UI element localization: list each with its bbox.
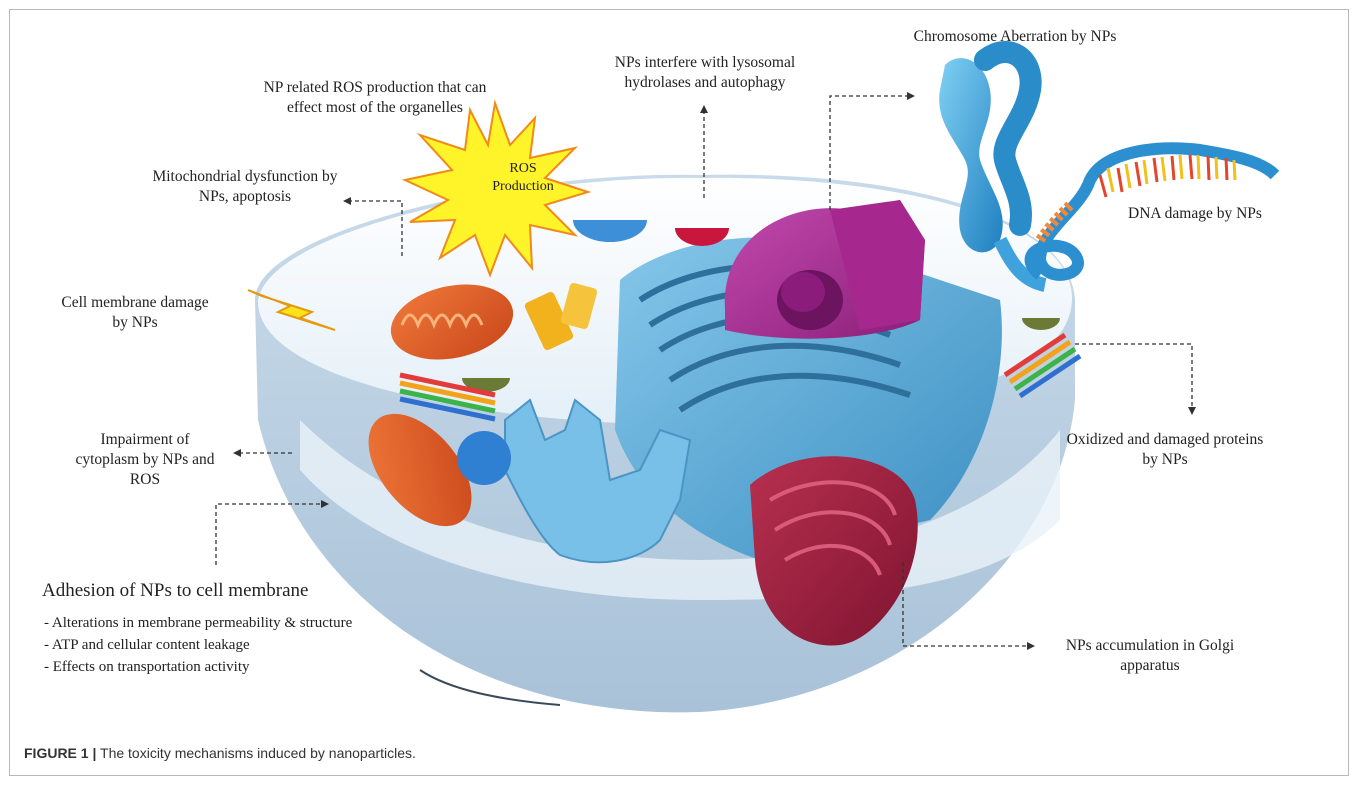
caption-label: FIGURE 1 | bbox=[24, 745, 96, 761]
label-golgi-note: NPs accumulation in Golgi apparatus bbox=[1030, 636, 1270, 676]
figure-caption: FIGURE 1 | The toxicity mechanisms induc… bbox=[24, 745, 416, 761]
label-mitochondria-note: Mitochondrial dysfunction by NPs, apopto… bbox=[110, 167, 380, 207]
adhesion-item: - Alterations in membrane permeability &… bbox=[44, 612, 352, 634]
caption-text: The toxicity mechanisms induced by nanop… bbox=[100, 745, 416, 761]
label-lysosome-note: NPs interfere with lysosomal hydrolases … bbox=[555, 53, 855, 93]
label-cytoplasm-note: Impairment of cytoplasm by NPs and ROS bbox=[55, 430, 235, 490]
adhesion-title: Adhesion of NPs to cell membrane bbox=[42, 580, 308, 602]
adhesion-item: - Effects on transportation activity bbox=[44, 656, 352, 678]
adhesion-list: - Alterations in membrane permeability &… bbox=[44, 612, 352, 678]
label-ros-production-note: NP related ROS production that can effec… bbox=[225, 78, 525, 118]
label-proteins-note: Oxidized and damaged proteins by NPs bbox=[1005, 430, 1325, 470]
ros-burst-label: ROS Production bbox=[478, 160, 568, 196]
lysosome-sphere bbox=[457, 431, 511, 485]
label-dna-note: DNA damage by NPs bbox=[1095, 204, 1295, 224]
label-membrane-damage-note: Cell membrane damage by NPs bbox=[30, 293, 240, 333]
label-chromosome-note: Chromosome Aberration by NPs bbox=[895, 27, 1135, 47]
adhesion-item: - ATP and cellular content leakage bbox=[44, 634, 352, 656]
